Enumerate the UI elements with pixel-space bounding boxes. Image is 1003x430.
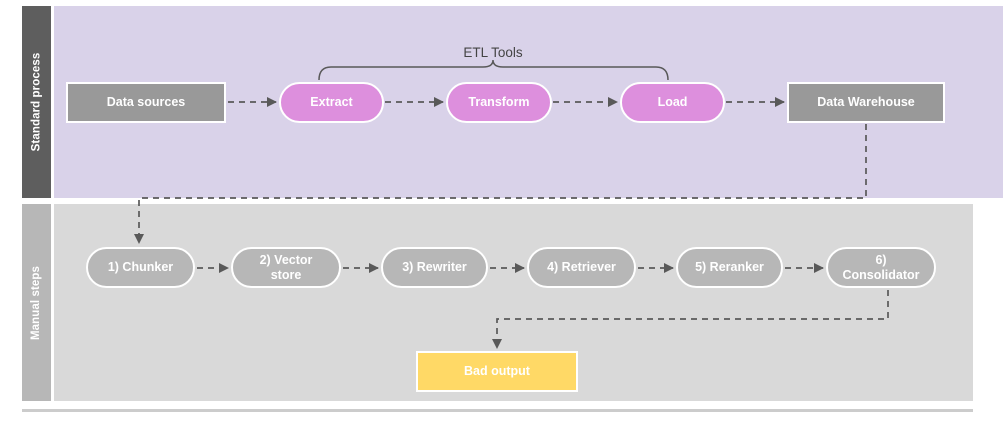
- node-reranker[interactable]: 5) Reranker: [676, 247, 783, 288]
- node-transform[interactable]: Transform: [446, 82, 552, 123]
- node-vector-store[interactable]: 2) Vector store: [231, 247, 341, 288]
- lane-header-manual-steps: Manual steps: [22, 204, 51, 401]
- bottom-divider-rule: [22, 409, 973, 412]
- node-data-warehouse[interactable]: Data Warehouse: [787, 82, 945, 123]
- lane-label-standard-process: Standard process: [30, 52, 43, 152]
- lane-header-standard-process: Standard process: [22, 6, 51, 198]
- node-consolidator[interactable]: 6) Consolidator: [826, 247, 936, 288]
- node-extract[interactable]: Extract: [279, 82, 384, 123]
- lane-label-manual-steps: Manual steps: [30, 265, 43, 340]
- node-retriever[interactable]: 4) Retriever: [527, 247, 636, 288]
- node-rewriter[interactable]: 3) Rewriter: [381, 247, 488, 288]
- node-bad-output[interactable]: Bad output: [416, 351, 578, 392]
- node-data-sources[interactable]: Data sources: [66, 82, 226, 123]
- node-chunker[interactable]: 1) Chunker: [86, 247, 195, 288]
- etl-tools-label: ETL Tools: [463, 45, 523, 60]
- node-load[interactable]: Load: [620, 82, 725, 123]
